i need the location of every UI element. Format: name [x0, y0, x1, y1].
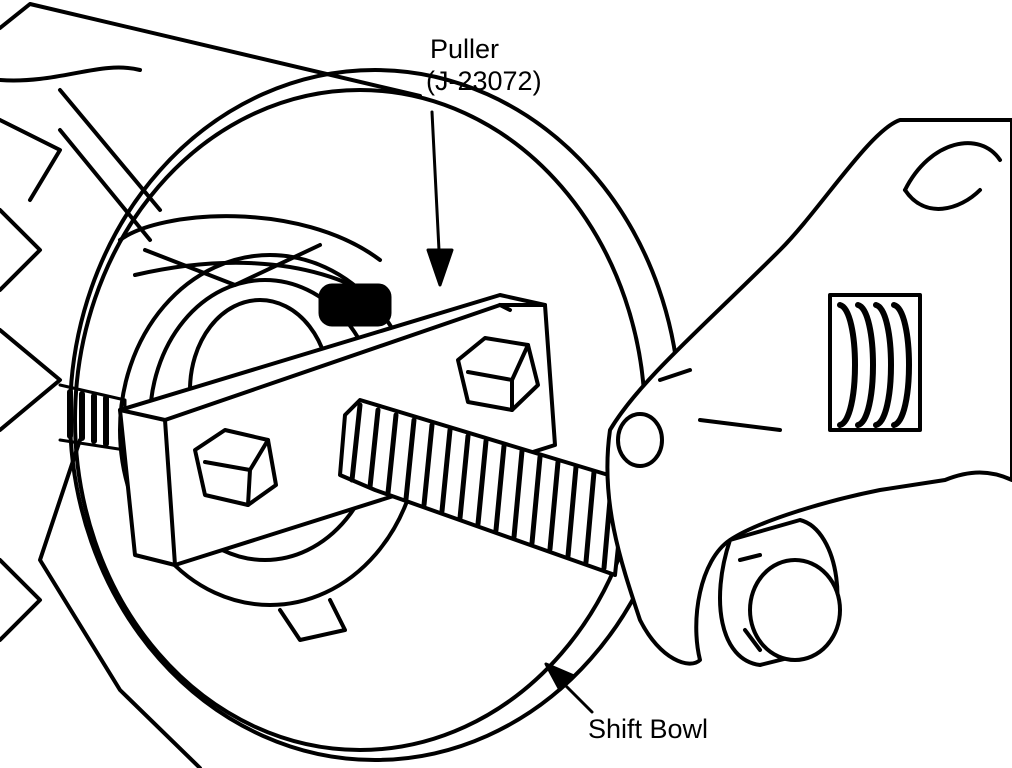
column-housing: [0, 2, 422, 768]
puller-label: Puller: [430, 34, 500, 64]
forcing-screw: [338, 398, 627, 577]
shift-bowl-label: Shift Bowl: [588, 714, 709, 744]
adjustable-wrench: [605, 118, 1012, 667]
puller-leader-arrow: [426, 110, 454, 287]
shift-bowl-leader-arrow: [544, 662, 594, 714]
puller-bolts: [193, 336, 540, 507]
puller-part-number: (J-23072): [426, 66, 542, 96]
